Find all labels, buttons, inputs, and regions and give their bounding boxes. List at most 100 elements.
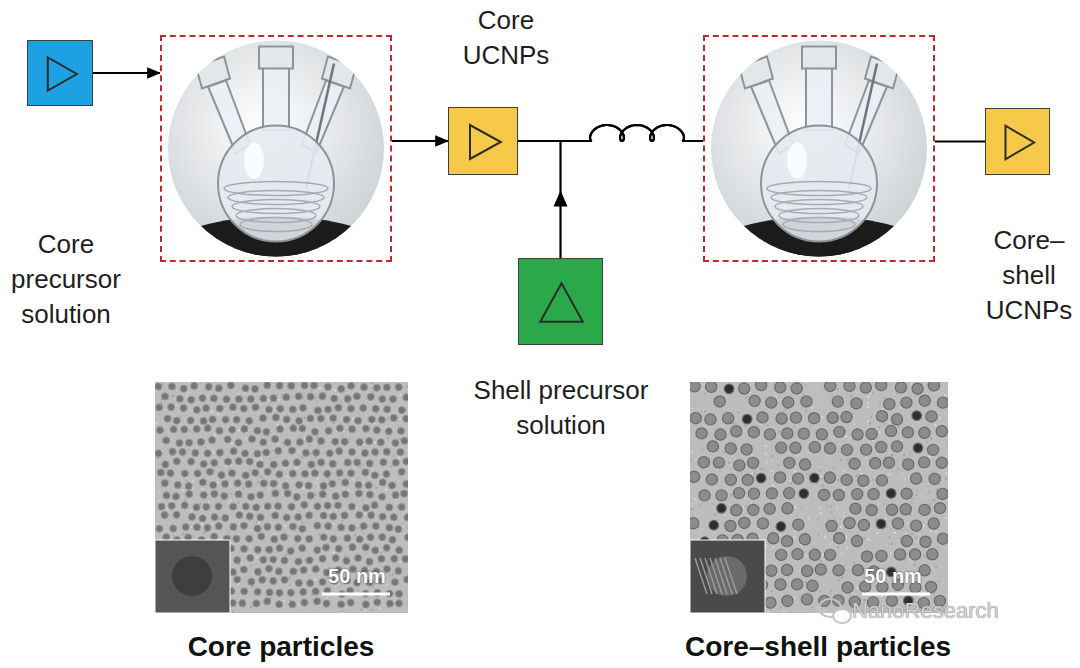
tem-particle <box>254 588 261 595</box>
tem-noise <box>936 405 938 407</box>
tem-noise <box>316 401 318 403</box>
tem-noise <box>699 505 701 507</box>
tem-noise <box>827 518 829 520</box>
tem-noise <box>938 546 940 548</box>
tem-noise <box>932 560 934 562</box>
tem-noise <box>727 509 729 511</box>
tem-particle <box>168 502 175 509</box>
tem-noise <box>408 594 409 596</box>
tem-noise <box>700 523 702 525</box>
tem-noise <box>283 600 285 602</box>
tem-noise <box>342 588 344 590</box>
tem-particle <box>270 395 277 402</box>
tem-particle <box>284 490 291 497</box>
tem-particle <box>311 428 318 435</box>
tem-noise <box>860 468 862 470</box>
tem-noise <box>817 483 819 485</box>
tem-noise <box>247 604 249 606</box>
tem-particle <box>242 385 249 392</box>
tem-noise <box>930 530 932 532</box>
tem-noise <box>912 498 914 500</box>
tem-noise <box>696 425 698 427</box>
tem-particle <box>236 511 243 518</box>
tem-particle <box>247 395 254 402</box>
tem-noise <box>722 411 724 413</box>
tem-noise <box>834 517 836 519</box>
tem-particle <box>211 513 218 520</box>
tem-noise <box>213 451 215 453</box>
tem-particle <box>299 404 306 411</box>
tem-particle <box>234 576 241 583</box>
tem-noise <box>363 552 365 554</box>
tem-particle <box>386 600 393 607</box>
tem-particle <box>289 406 296 413</box>
tem-noise <box>291 532 293 534</box>
tem-noise <box>789 480 791 482</box>
tem-noise <box>317 478 319 480</box>
tem-particle <box>362 544 369 551</box>
tem-noise <box>823 610 825 612</box>
tem-particle <box>404 514 408 521</box>
tem-particle <box>379 479 386 486</box>
tem-particle <box>181 470 188 477</box>
tem-noise <box>309 444 311 446</box>
tem-noise <box>729 459 731 461</box>
tem-particle <box>168 404 175 411</box>
tem-noise <box>251 573 253 575</box>
tem-particle <box>314 598 321 605</box>
tem-particle <box>332 554 339 561</box>
tem-noise <box>935 530 937 532</box>
tem-noise <box>341 459 343 461</box>
tem-noise <box>159 500 161 502</box>
tem-noise <box>385 563 387 565</box>
tem-particle <box>312 566 319 573</box>
tem-particle <box>355 490 362 497</box>
tem-particle <box>390 514 397 521</box>
tem-noise <box>854 423 856 425</box>
tem-particle <box>176 395 183 402</box>
tem-noise <box>771 470 773 472</box>
tem-noise <box>163 490 165 492</box>
tem-particle <box>168 383 175 390</box>
tem-noise <box>749 391 751 393</box>
tem-particle <box>187 396 194 403</box>
tem-noise <box>344 555 346 557</box>
tem-noise <box>698 517 700 519</box>
tem-noise <box>772 485 774 487</box>
tem-noise <box>331 551 333 553</box>
tem-particle <box>247 493 254 500</box>
tem-noise <box>911 502 913 504</box>
tem-noise <box>271 450 273 452</box>
tem-particle <box>353 393 360 400</box>
tem-particle <box>347 405 354 412</box>
tem-particle <box>343 557 350 564</box>
tem-particle <box>284 439 291 446</box>
tem-noise <box>303 417 305 419</box>
tem-noise <box>836 506 838 508</box>
tem-noise <box>908 476 910 478</box>
tem-particle <box>234 557 241 564</box>
tem-noise <box>897 426 899 428</box>
tem-noise <box>357 502 359 504</box>
tem-particle <box>204 450 211 457</box>
tem-noise <box>314 456 316 458</box>
tem-particle <box>336 425 343 432</box>
tem-particle <box>252 404 259 411</box>
tem-noise <box>371 468 373 470</box>
tem-noise <box>258 522 260 524</box>
tem-particle <box>290 568 297 575</box>
tem-particle <box>319 555 326 562</box>
tem-noise <box>260 477 262 479</box>
tem-particle <box>283 416 290 423</box>
tem-particle <box>305 482 312 489</box>
tem-noise <box>251 455 253 457</box>
tem-noise <box>249 545 251 547</box>
tem-noise <box>923 525 925 527</box>
tem-particle <box>379 513 386 520</box>
tem-noise <box>242 487 244 489</box>
tem-noise <box>870 484 872 486</box>
tem-noise <box>292 546 294 548</box>
tem-noise <box>854 563 856 565</box>
tem-noise <box>811 606 813 608</box>
tem-particle <box>288 447 295 454</box>
